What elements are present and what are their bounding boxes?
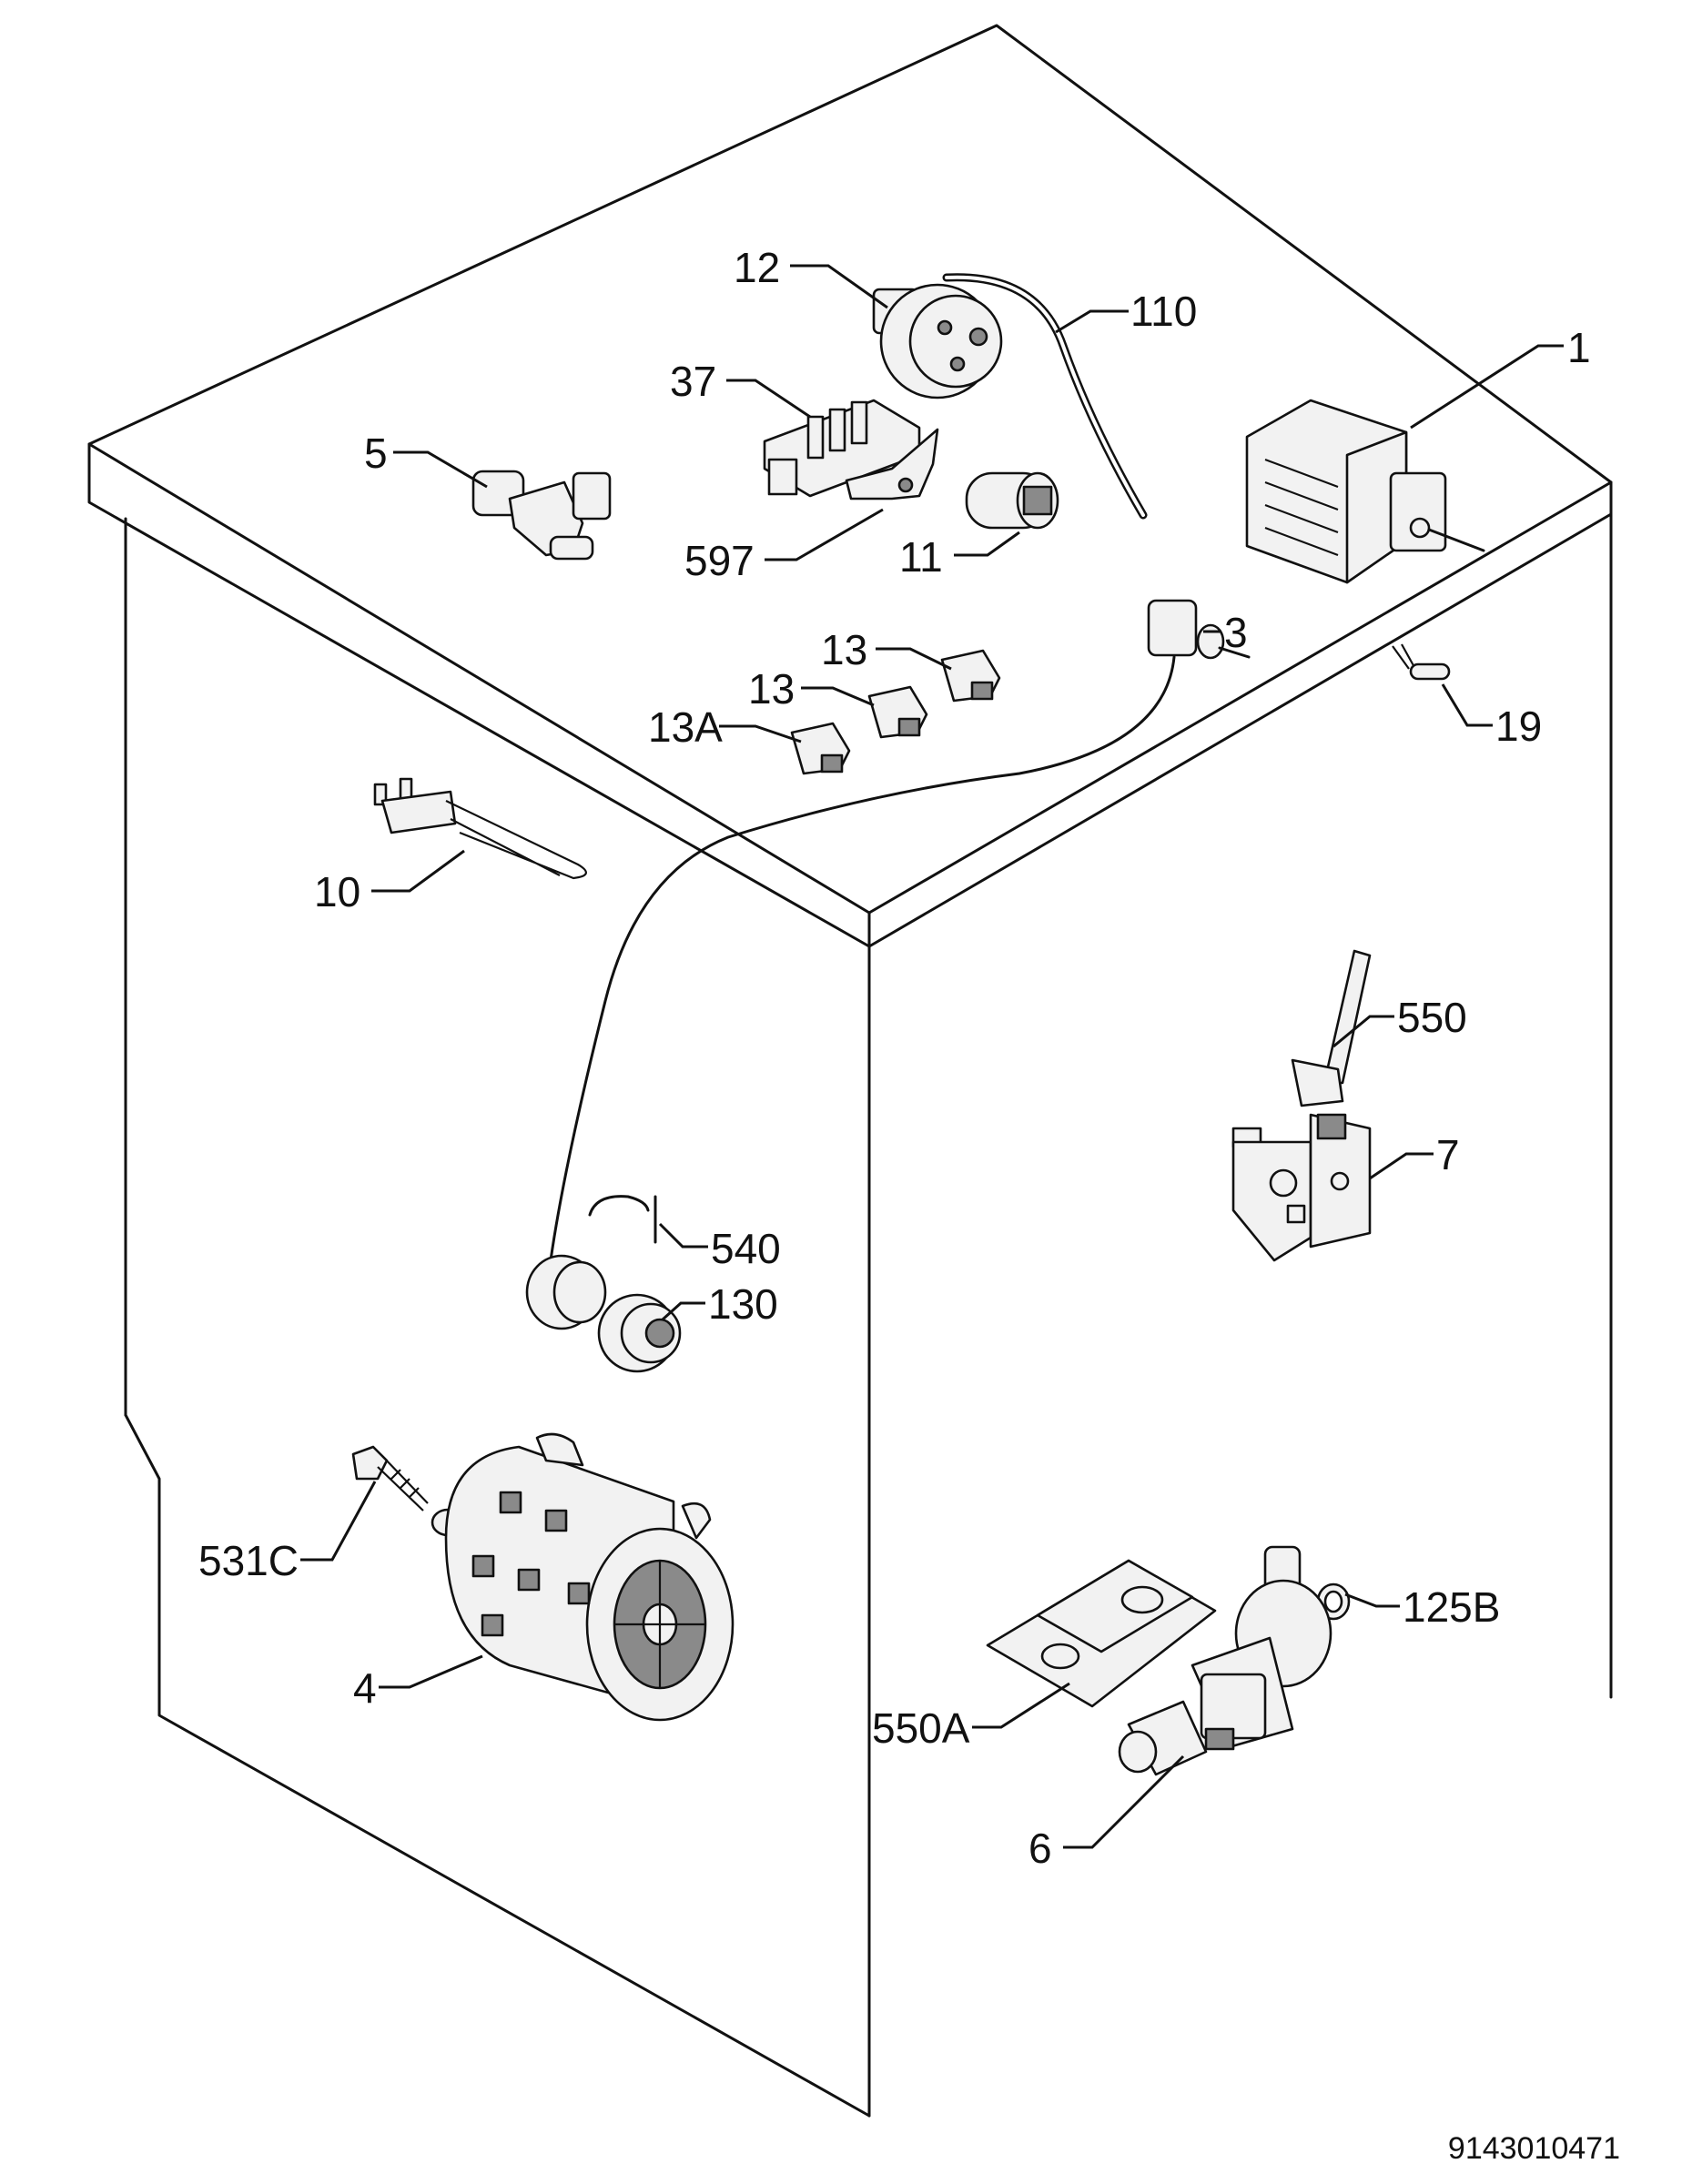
callout-labels: 12 110 1 37 5 597 11 3 13 13 13A 19 10 5… xyxy=(198,244,1620,2166)
switch-part-3 xyxy=(1147,599,1251,660)
drawing-number: 9143010471 xyxy=(1448,2131,1620,2166)
callout-550: 550 xyxy=(1397,994,1467,1041)
callout-1: 1 xyxy=(1567,324,1591,371)
capacitor-part-11 xyxy=(965,471,1059,530)
callout-6: 6 xyxy=(1028,1825,1052,1872)
callout-540: 540 xyxy=(711,1225,781,1272)
callout-4: 4 xyxy=(353,1664,377,1712)
callout-37: 37 xyxy=(670,358,716,405)
connector-part-13-top xyxy=(940,649,1001,703)
cover-part-550A xyxy=(986,1559,1217,1708)
callout-130: 130 xyxy=(708,1280,778,1328)
callout-125B: 125B xyxy=(1403,1583,1500,1631)
callout-13-mid: 13 xyxy=(748,665,795,713)
callout-10: 10 xyxy=(314,868,360,915)
connector-part-13-mid xyxy=(867,685,928,739)
callout-13A: 13A xyxy=(648,703,723,751)
callout-7: 7 xyxy=(1436,1131,1460,1178)
pressure-switch-part-12 xyxy=(872,283,1003,399)
wiring-harness xyxy=(549,655,1176,1262)
callout-13-top: 13 xyxy=(821,626,867,673)
lever-part-550 xyxy=(1291,949,1372,1107)
drain-pump-part-6 xyxy=(1118,1545,1332,1776)
leader-lines xyxy=(300,264,1564,1849)
bracket-part-597 xyxy=(845,428,939,500)
sensor-part-19 xyxy=(1392,643,1451,681)
connector-part-13A xyxy=(790,722,851,775)
callout-3: 3 xyxy=(1224,609,1248,656)
callout-12: 12 xyxy=(734,244,780,291)
motor-part-4 xyxy=(444,1432,735,1722)
callout-597: 597 xyxy=(684,537,755,584)
inlet-valve-part-5 xyxy=(471,470,612,561)
clip-part-540 xyxy=(588,1195,657,1244)
harness-grommet xyxy=(525,1254,607,1330)
callout-550A: 550A xyxy=(872,1704,970,1752)
grommet-part-130 xyxy=(597,1293,682,1373)
heating-element-part-10 xyxy=(373,777,587,880)
callout-5: 5 xyxy=(364,430,388,477)
callout-531C: 531C xyxy=(198,1537,299,1584)
callout-11: 11 xyxy=(899,533,943,581)
door-lock-part-7 xyxy=(1231,1113,1372,1262)
terminal-block-part-37 xyxy=(763,399,921,498)
callout-19: 19 xyxy=(1495,703,1542,750)
cabinet-outline xyxy=(87,24,1613,2118)
callout-110: 110 xyxy=(1130,288,1197,335)
programmer-timer-part-1 xyxy=(1245,399,1485,584)
